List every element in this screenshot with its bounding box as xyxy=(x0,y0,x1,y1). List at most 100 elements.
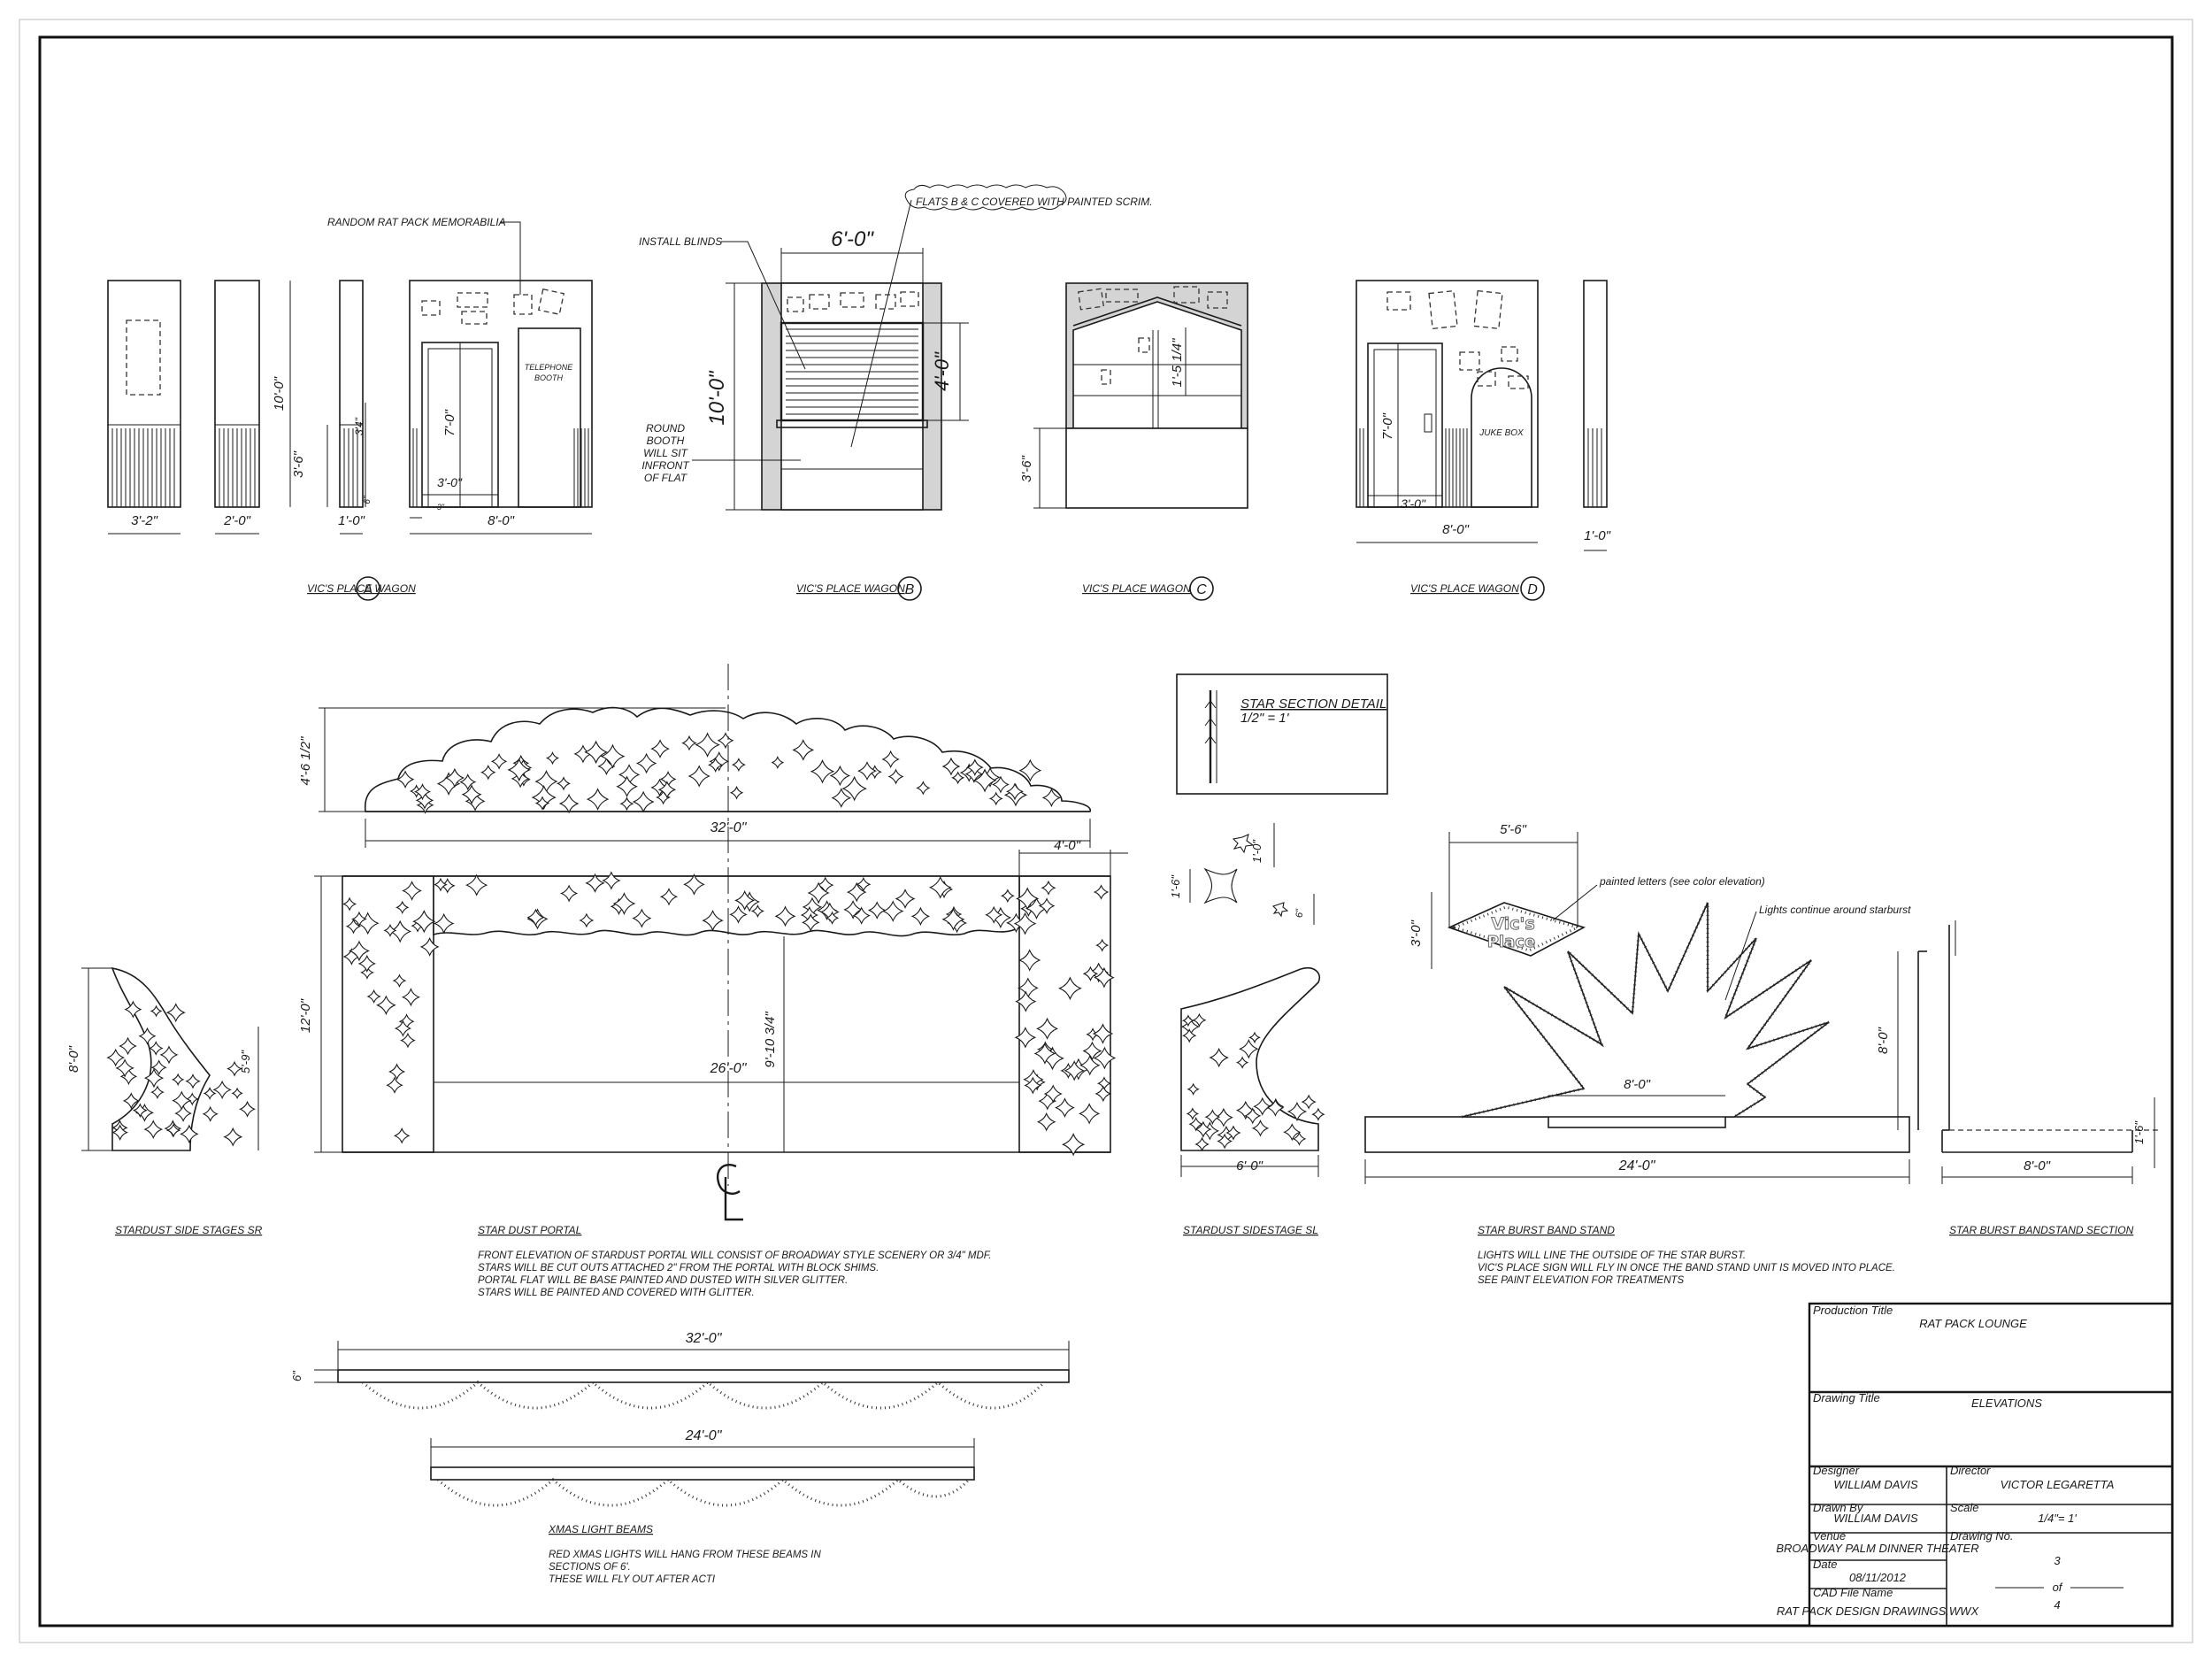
star-cutout xyxy=(1005,782,1025,801)
star-cutout xyxy=(1024,1076,1042,1095)
star-cutout xyxy=(1192,1012,1207,1027)
svg-text:6": 6" xyxy=(363,496,373,504)
star-cutout xyxy=(227,1060,243,1077)
star-cutout xyxy=(124,1000,142,1019)
svg-text:8'-0": 8'-0" xyxy=(1442,522,1470,537)
star-cutout xyxy=(396,900,410,915)
svg-text:8'-0": 8'-0" xyxy=(66,1045,81,1073)
star-cutout xyxy=(856,761,878,781)
star-cutout xyxy=(801,912,820,932)
star-cutout xyxy=(1093,966,1115,989)
svg-text:WILLIAM DAVIS: WILLIAM DAVIS xyxy=(1833,1478,1918,1491)
svg-text:RED XMAS LIGHTS WILL HANG FROM: RED XMAS LIGHTS WILL HANG FROM THESE BEA… xyxy=(549,1550,824,1585)
star-cutout xyxy=(988,791,1003,806)
star-cutout xyxy=(659,888,679,906)
star-cutout xyxy=(856,876,872,892)
star-cutout xyxy=(965,758,984,777)
svg-text:Designer: Designer xyxy=(1813,1464,1860,1477)
svg-text:Production Title: Production Title xyxy=(1813,1304,1893,1317)
stardust-cloud-header: 4'-6 1/2" 32'-0" xyxy=(298,706,1091,848)
drawing-number: 3 xyxy=(2054,1554,2061,1567)
svg-text:C: C xyxy=(1196,582,1207,597)
star-cutout xyxy=(1095,938,1110,952)
star-cutout xyxy=(143,1120,164,1140)
bandstand-section: 8'-0" 1'-6" 8'-0" STAR BURST BANDSTAND S… xyxy=(1876,920,2159,1236)
star-cutout xyxy=(831,788,852,809)
star-cutout xyxy=(531,784,557,811)
svg-text:A: A xyxy=(363,582,373,597)
star-cutout xyxy=(534,796,550,811)
star-cutout xyxy=(434,877,448,892)
svg-text:VIC'S PLACE WAGON: VIC'S PLACE WAGON xyxy=(1410,582,1519,595)
star-cutout xyxy=(1079,1054,1101,1076)
svg-text:Venue: Venue xyxy=(1813,1529,1846,1543)
svg-text:XMAS LIGHT BEAMS: XMAS LIGHT BEAMS xyxy=(548,1523,653,1535)
svg-text:1'-6": 1'-6" xyxy=(1169,874,1182,898)
star-cutout xyxy=(774,905,796,927)
svg-text:STAR BURST BAND STAND: STAR BURST BAND STAND xyxy=(1478,1224,1615,1236)
star-cutout xyxy=(681,735,697,751)
star-cutout xyxy=(928,875,952,899)
star-cutout xyxy=(1064,1060,1085,1081)
star-cutout xyxy=(1014,1027,1037,1049)
star-cutout xyxy=(579,912,595,928)
star-cutout xyxy=(887,768,904,785)
svg-text:12'-0": 12'-0" xyxy=(298,998,313,1033)
star-cutout xyxy=(1043,1084,1063,1104)
svg-text:of: of xyxy=(2053,1581,2063,1594)
star-cutout xyxy=(1000,889,1015,904)
star-cutout xyxy=(731,758,746,773)
svg-text:JUKE BOX: JUKE BOX xyxy=(1479,428,1524,438)
svg-text:B: B xyxy=(905,582,915,597)
star-cutout xyxy=(709,750,730,772)
star-cutout xyxy=(1082,1041,1102,1061)
star-cutout xyxy=(212,1080,232,1100)
star-cutout xyxy=(444,767,465,789)
star-cutout xyxy=(810,758,835,784)
svg-text:2'-0": 2'-0" xyxy=(223,513,251,528)
star-cutout xyxy=(239,1100,257,1118)
star-cutout xyxy=(1036,1112,1056,1132)
star-cutout xyxy=(695,732,720,758)
star-cutout xyxy=(717,732,734,750)
svg-text:9'-10 3/4": 9'-10 3/4" xyxy=(763,1012,778,1068)
star-cutout xyxy=(400,1032,416,1049)
star-cutout xyxy=(1041,788,1062,808)
svg-text:STARDUST SIDE STAGES SR: STARDUST SIDE STAGES SR xyxy=(115,1224,263,1236)
svg-text:1'-0": 1'-0" xyxy=(338,513,365,528)
star-cutout xyxy=(1187,1082,1200,1096)
star-cutout xyxy=(386,1076,403,1094)
svg-text:STARDUST SIDESTAGE SL: STARDUST SIDESTAGE SL xyxy=(1183,1224,1318,1236)
star-cutout xyxy=(1094,1085,1112,1103)
svg-text:3'4": 3'4" xyxy=(353,417,365,435)
star-cutout xyxy=(841,775,868,802)
star-cutout xyxy=(1188,1116,1204,1132)
star-cutout xyxy=(586,788,610,811)
star-cutout xyxy=(1209,1047,1229,1068)
star-cutout xyxy=(910,906,931,927)
star-cutout xyxy=(702,909,724,932)
memorabilia-leader xyxy=(500,221,521,295)
star-cutout xyxy=(138,1027,157,1045)
star-cutout xyxy=(771,756,785,770)
star-cutout xyxy=(159,1045,179,1065)
star-cutout xyxy=(393,1127,411,1144)
title-block: Production Title RAT PACK LOUNGE Drawing… xyxy=(1776,1302,2174,1627)
star-cutout xyxy=(881,900,904,922)
star-cutout xyxy=(394,1020,412,1037)
star-cutout xyxy=(202,1105,219,1122)
star-cutout xyxy=(729,905,748,924)
star-cutout xyxy=(972,768,997,793)
svg-text:VICTOR LEGARETTA: VICTOR LEGARETTA xyxy=(2001,1478,2115,1491)
star-cutout xyxy=(1082,966,1099,982)
star-cutout xyxy=(174,1104,193,1122)
svg-text:08/11/2012: 08/11/2012 xyxy=(1849,1571,1907,1584)
star-cutout xyxy=(558,793,580,814)
svg-text:6": 6" xyxy=(1294,908,1305,918)
star-cutout xyxy=(150,1085,165,1100)
svg-text:24'-0": 24'-0" xyxy=(685,1428,723,1443)
star-cutout xyxy=(1217,1133,1233,1150)
memorabilia-callout: RANDOM RAT PACK MEMORABILIA xyxy=(327,216,506,228)
